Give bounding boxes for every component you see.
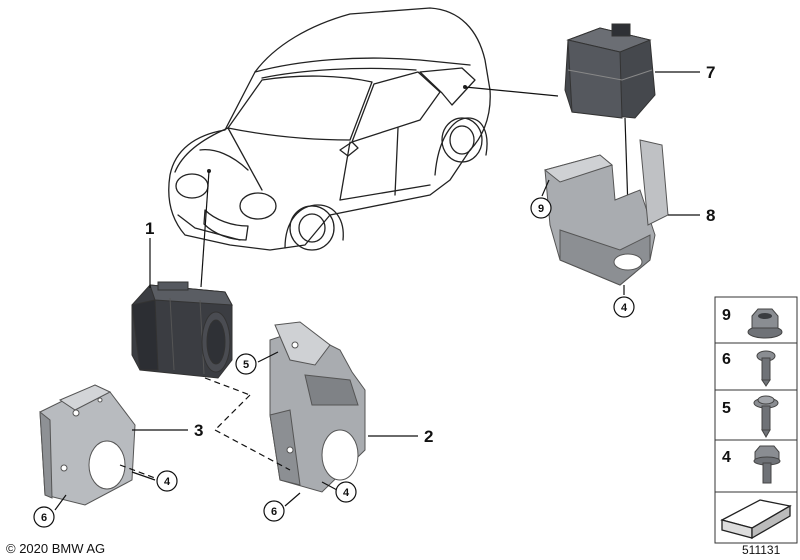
callout-lines	[54, 71, 700, 511]
callout-2: 2	[424, 427, 433, 446]
small-part-row-5: 5	[722, 395, 779, 439]
hex-bolt-icon	[753, 445, 781, 484]
circle-ref-6-right: 6	[263, 500, 285, 522]
torx-screw-short-icon	[756, 350, 776, 387]
battery-bracket-part	[543, 139, 669, 286]
small-part-row-4: 4	[722, 445, 781, 484]
circle-ref-4-right: 4	[335, 481, 357, 503]
small-part-row-6: 6	[722, 350, 776, 387]
emergency-battery-part	[564, 23, 656, 271]
callout-1: 1	[145, 219, 154, 238]
circle-ref-9-top-label: 9	[538, 203, 544, 215]
circle-ref-5-mid: 5	[235, 353, 257, 375]
arrow-bracket-icon	[720, 499, 792, 540]
small-part-row-9: 9	[722, 307, 783, 339]
callout-8: 8	[706, 206, 715, 225]
callout-7: 7	[706, 63, 715, 82]
copyright-text: © 2020 BMW AG	[6, 541, 106, 556]
car-illustration	[168, 7, 491, 251]
circle-ref-6-right-label: 6	[271, 506, 277, 518]
flange-nut-icon	[747, 308, 783, 339]
circle-ref-4-left: 4	[156, 470, 178, 492]
circle-ref-6-left: 6	[33, 506, 55, 528]
small-part-number: 4	[722, 449, 731, 466]
dashed-connection-lines	[119, 377, 291, 479]
small-part-number: 9	[722, 307, 731, 324]
right-bracket-part	[269, 321, 366, 493]
circle-ref-5-mid-label: 5	[243, 359, 249, 371]
alarm-siren-part	[131, 281, 233, 379]
small-part-number: 6	[722, 351, 731, 368]
left-bracket-part	[39, 384, 136, 506]
car-leader-lines	[200, 86, 559, 288]
small-parts-panel: 9 6 5	[714, 296, 798, 544]
circle-ref-4-top-label: 4	[621, 302, 628, 314]
torx-screw-washer-icon	[753, 395, 779, 439]
circle-ref-6-left-label: 6	[41, 512, 47, 524]
callout-3: 3	[194, 421, 203, 440]
circle-ref-4-top: 4	[613, 296, 635, 318]
small-part-number: 5	[722, 400, 731, 417]
diagram-number: 511131	[742, 543, 781, 557]
circle-ref-4-right-label: 4	[343, 487, 350, 499]
circle-ref-9-top: 9	[530, 197, 552, 219]
circle-ref-4-left-label: 4	[164, 476, 171, 488]
